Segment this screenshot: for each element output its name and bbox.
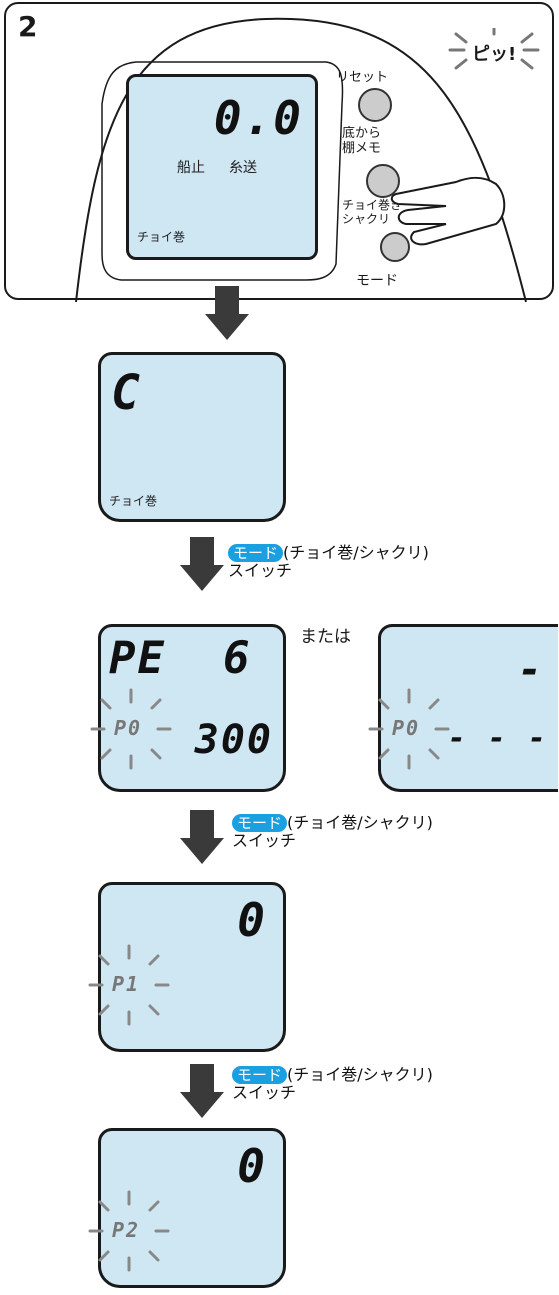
- blink-icon: [88, 944, 170, 1026]
- blink-icon: [88, 1190, 170, 1272]
- or-text: または: [300, 627, 351, 647]
- down-arrow-icon: [180, 810, 224, 864]
- device-label-left: 船止: [177, 160, 205, 176]
- screen-3-mode: P1: [112, 972, 141, 996]
- caption-line2: スイッチ: [228, 561, 293, 580]
- reset-button[interactable]: [358, 88, 392, 122]
- screen-2a: PE 6 300: [98, 624, 286, 792]
- device-outline: [75, 17, 527, 302]
- step-number: 2: [18, 10, 38, 43]
- device-lcd: 0.0 船止 糸送 チョイ巻: [126, 74, 318, 260]
- caption-line2: スイッチ: [232, 831, 297, 850]
- screen-3-top: 0: [237, 893, 267, 947]
- screen-4-top: 0: [237, 1139, 267, 1193]
- bottom-memo-button[interactable]: [366, 164, 400, 198]
- btn-choi-label: チョイ巻き シャクリ: [342, 198, 403, 226]
- screen-2a-value: 300: [194, 717, 273, 763]
- mode-indicator-blink: P2: [88, 1190, 170, 1272]
- mode-indicator-blink: P0: [368, 688, 450, 770]
- switch-caption-1: モード(チョイ巻/シャクリ) スイッチ: [228, 544, 429, 580]
- mode-indicator-blink: P1: [88, 944, 170, 1026]
- down-arrow-icon: [180, 537, 224, 591]
- beep-text: ピッ!: [472, 44, 517, 65]
- down-arrow-icon: [205, 286, 249, 340]
- screen-4: 0: [98, 1128, 286, 1288]
- screen-2b-top: -: [517, 647, 544, 693]
- device-panel: 2 0.0 船止 糸送 チョイ巻 リセット 底から 棚メモ チョイ巻き シャクリ…: [4, 2, 554, 302]
- screen-4-mode: P2: [112, 1218, 141, 1242]
- mode-badge: モード: [232, 1066, 288, 1084]
- choi-button[interactable]: [380, 232, 410, 262]
- blink-icon: [368, 688, 450, 770]
- btn-reset-label: リセット: [336, 70, 389, 85]
- btn-mode-label: モード: [356, 273, 398, 289]
- burst-icon: [448, 26, 540, 70]
- screen-1-digits: C: [111, 365, 142, 421]
- device-label-right: 糸送: [229, 160, 257, 176]
- switch-caption-3: モード(チョイ巻/シャクリ) スイッチ: [232, 1066, 433, 1102]
- caption-paren: (チョイ巻/シャクリ): [287, 1065, 433, 1084]
- btn-bottom-memo-label: 底から 棚メモ: [342, 126, 382, 156]
- device-reading: 0.0: [213, 91, 303, 145]
- screen-2a-top: PE 6: [109, 633, 252, 684]
- screen-2b-value: - - -: [447, 721, 548, 756]
- mode-badge: モード: [228, 544, 284, 562]
- beep-burst: ピッ!: [444, 26, 544, 78]
- switch-caption-2: モード(チョイ巻/シャクリ) スイッチ: [232, 814, 433, 850]
- device-lcd-bottom: チョイ巻: [137, 230, 186, 244]
- mode-badge: モード: [232, 814, 288, 832]
- caption-line2: スイッチ: [232, 1083, 297, 1102]
- screen-1: C チョイ巻: [98, 352, 286, 522]
- pointing-hand-icon: [390, 176, 506, 246]
- down-arrow-icon: [180, 1064, 224, 1118]
- blink-icon: [90, 688, 172, 770]
- screen-1-bottom: チョイ巻: [109, 494, 158, 508]
- caption-paren: (チョイ巻/シャクリ): [287, 813, 433, 832]
- screen-2a-mode: P0: [114, 716, 143, 740]
- mode-indicator-blink: P0: [90, 688, 172, 770]
- caption-paren: (チョイ巻/シャクリ): [283, 543, 429, 562]
- screen-2b-mode: P0: [392, 716, 421, 740]
